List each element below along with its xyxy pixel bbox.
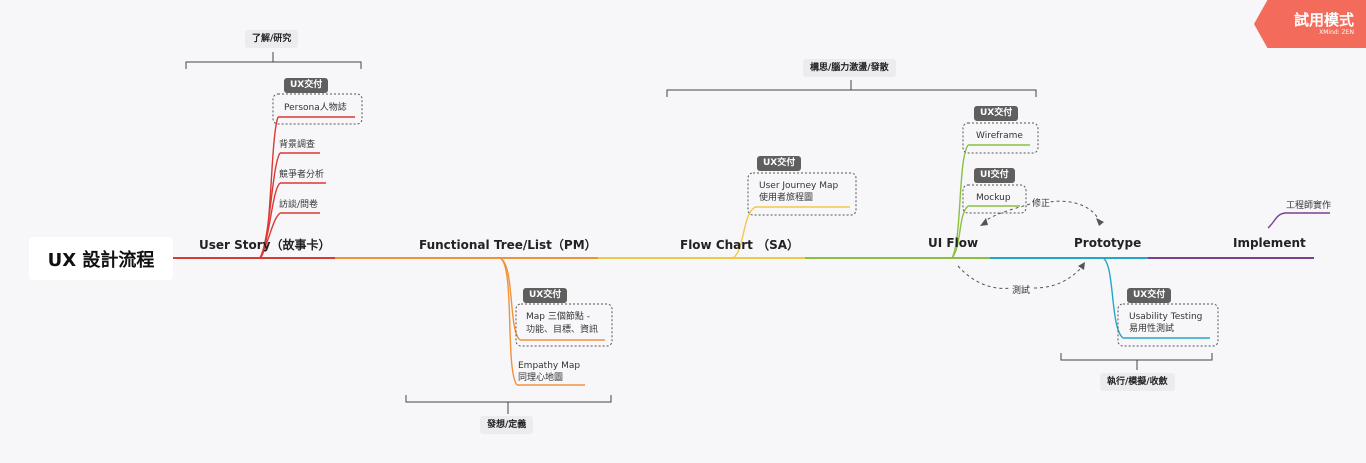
group-execute-label[interactable]: 執行/模擬/收斂	[1100, 373, 1175, 391]
empathy-map-item-line1[interactable]: Empathy Map	[518, 361, 581, 371]
journey-box	[747, 172, 857, 216]
usability-testing-item-line2[interactable]: 易用性測試	[1129, 324, 1175, 334]
xmind-zen-label: XMind: ZEN	[1319, 29, 1354, 36]
trial-badge[interactable]	[1254, 0, 1366, 48]
competitor-analysis-item[interactable]: 競爭者分析	[279, 170, 325, 180]
topic-implement[interactable]: Implement	[1233, 236, 1306, 250]
bracket-understand	[185, 61, 362, 69]
background-research-item[interactable]: 背景調查	[279, 140, 316, 150]
topic-ui-flow[interactable]: UI Flow	[928, 236, 979, 250]
bracket-execute	[1060, 353, 1213, 361]
ux-deliverable-tag: UX交付	[757, 156, 802, 171]
usability-testing-item-line1[interactable]: Usability Testing	[1129, 312, 1203, 322]
journey-map-item-line1[interactable]: User Journey Map	[759, 181, 839, 191]
test-annotation: 測試	[1012, 286, 1031, 296]
topic-prototype[interactable]: Prototype	[1074, 236, 1142, 250]
engineer-implementation-item[interactable]: 工程師實作	[1286, 201, 1332, 211]
ux-deliverable-tag: UX交付	[523, 288, 568, 303]
topic-flow-chart[interactable]: Flow Chart （SA）	[680, 238, 800, 252]
mockup-box	[962, 184, 1027, 214]
persona-item[interactable]: Persona人物誌	[284, 103, 347, 113]
trial-mode-label: 試用模式	[1293, 11, 1354, 29]
bracket-define	[405, 395, 612, 403]
group-understand-label[interactable]: 了解/研究	[245, 30, 299, 48]
persona-box	[272, 93, 363, 125]
ux-deliverable-tag: UX交付	[1127, 288, 1172, 303]
bracket-ideate	[666, 89, 1037, 97]
usability-box	[1117, 303, 1219, 347]
topic-functional-tree[interactable]: Functional Tree/List（PM）	[419, 238, 597, 252]
revise-annotation: 修正	[1032, 199, 1051, 209]
wireframe-item[interactable]: Wireframe	[976, 131, 1023, 141]
interview-survey-item[interactable]: 訪談/問卷	[279, 200, 319, 210]
map-nodes-item-line1[interactable]: Map 三個節點 -	[526, 312, 590, 322]
empathy-map-item-line2[interactable]: 同理心地圖	[518, 373, 564, 383]
mockup-item[interactable]: Mockup	[976, 193, 1011, 203]
journey-map-item-line2[interactable]: 使用者旅程圖	[759, 193, 814, 203]
group-define-label[interactable]: 發想/定義	[480, 416, 534, 434]
test-relation	[957, 265, 1011, 289]
ux-deliverable-tag: UX交付	[974, 106, 1019, 121]
root-topic[interactable]: UX 設計流程	[29, 237, 173, 280]
group-ideate-label[interactable]: 構思/腦力激盪/發散	[803, 59, 896, 77]
ui-deliverable-tag: UI交付	[974, 168, 1015, 183]
revise-relation	[1049, 200, 1101, 223]
topic-user-story[interactable]: User Story（故事卡）	[199, 238, 331, 252]
map-box	[515, 303, 613, 347]
ux-deliverable-tag: UX交付	[284, 78, 329, 93]
wireframe-box	[962, 122, 1039, 154]
map-nodes-item-line2[interactable]: 功能、目標、資訊	[526, 325, 599, 335]
